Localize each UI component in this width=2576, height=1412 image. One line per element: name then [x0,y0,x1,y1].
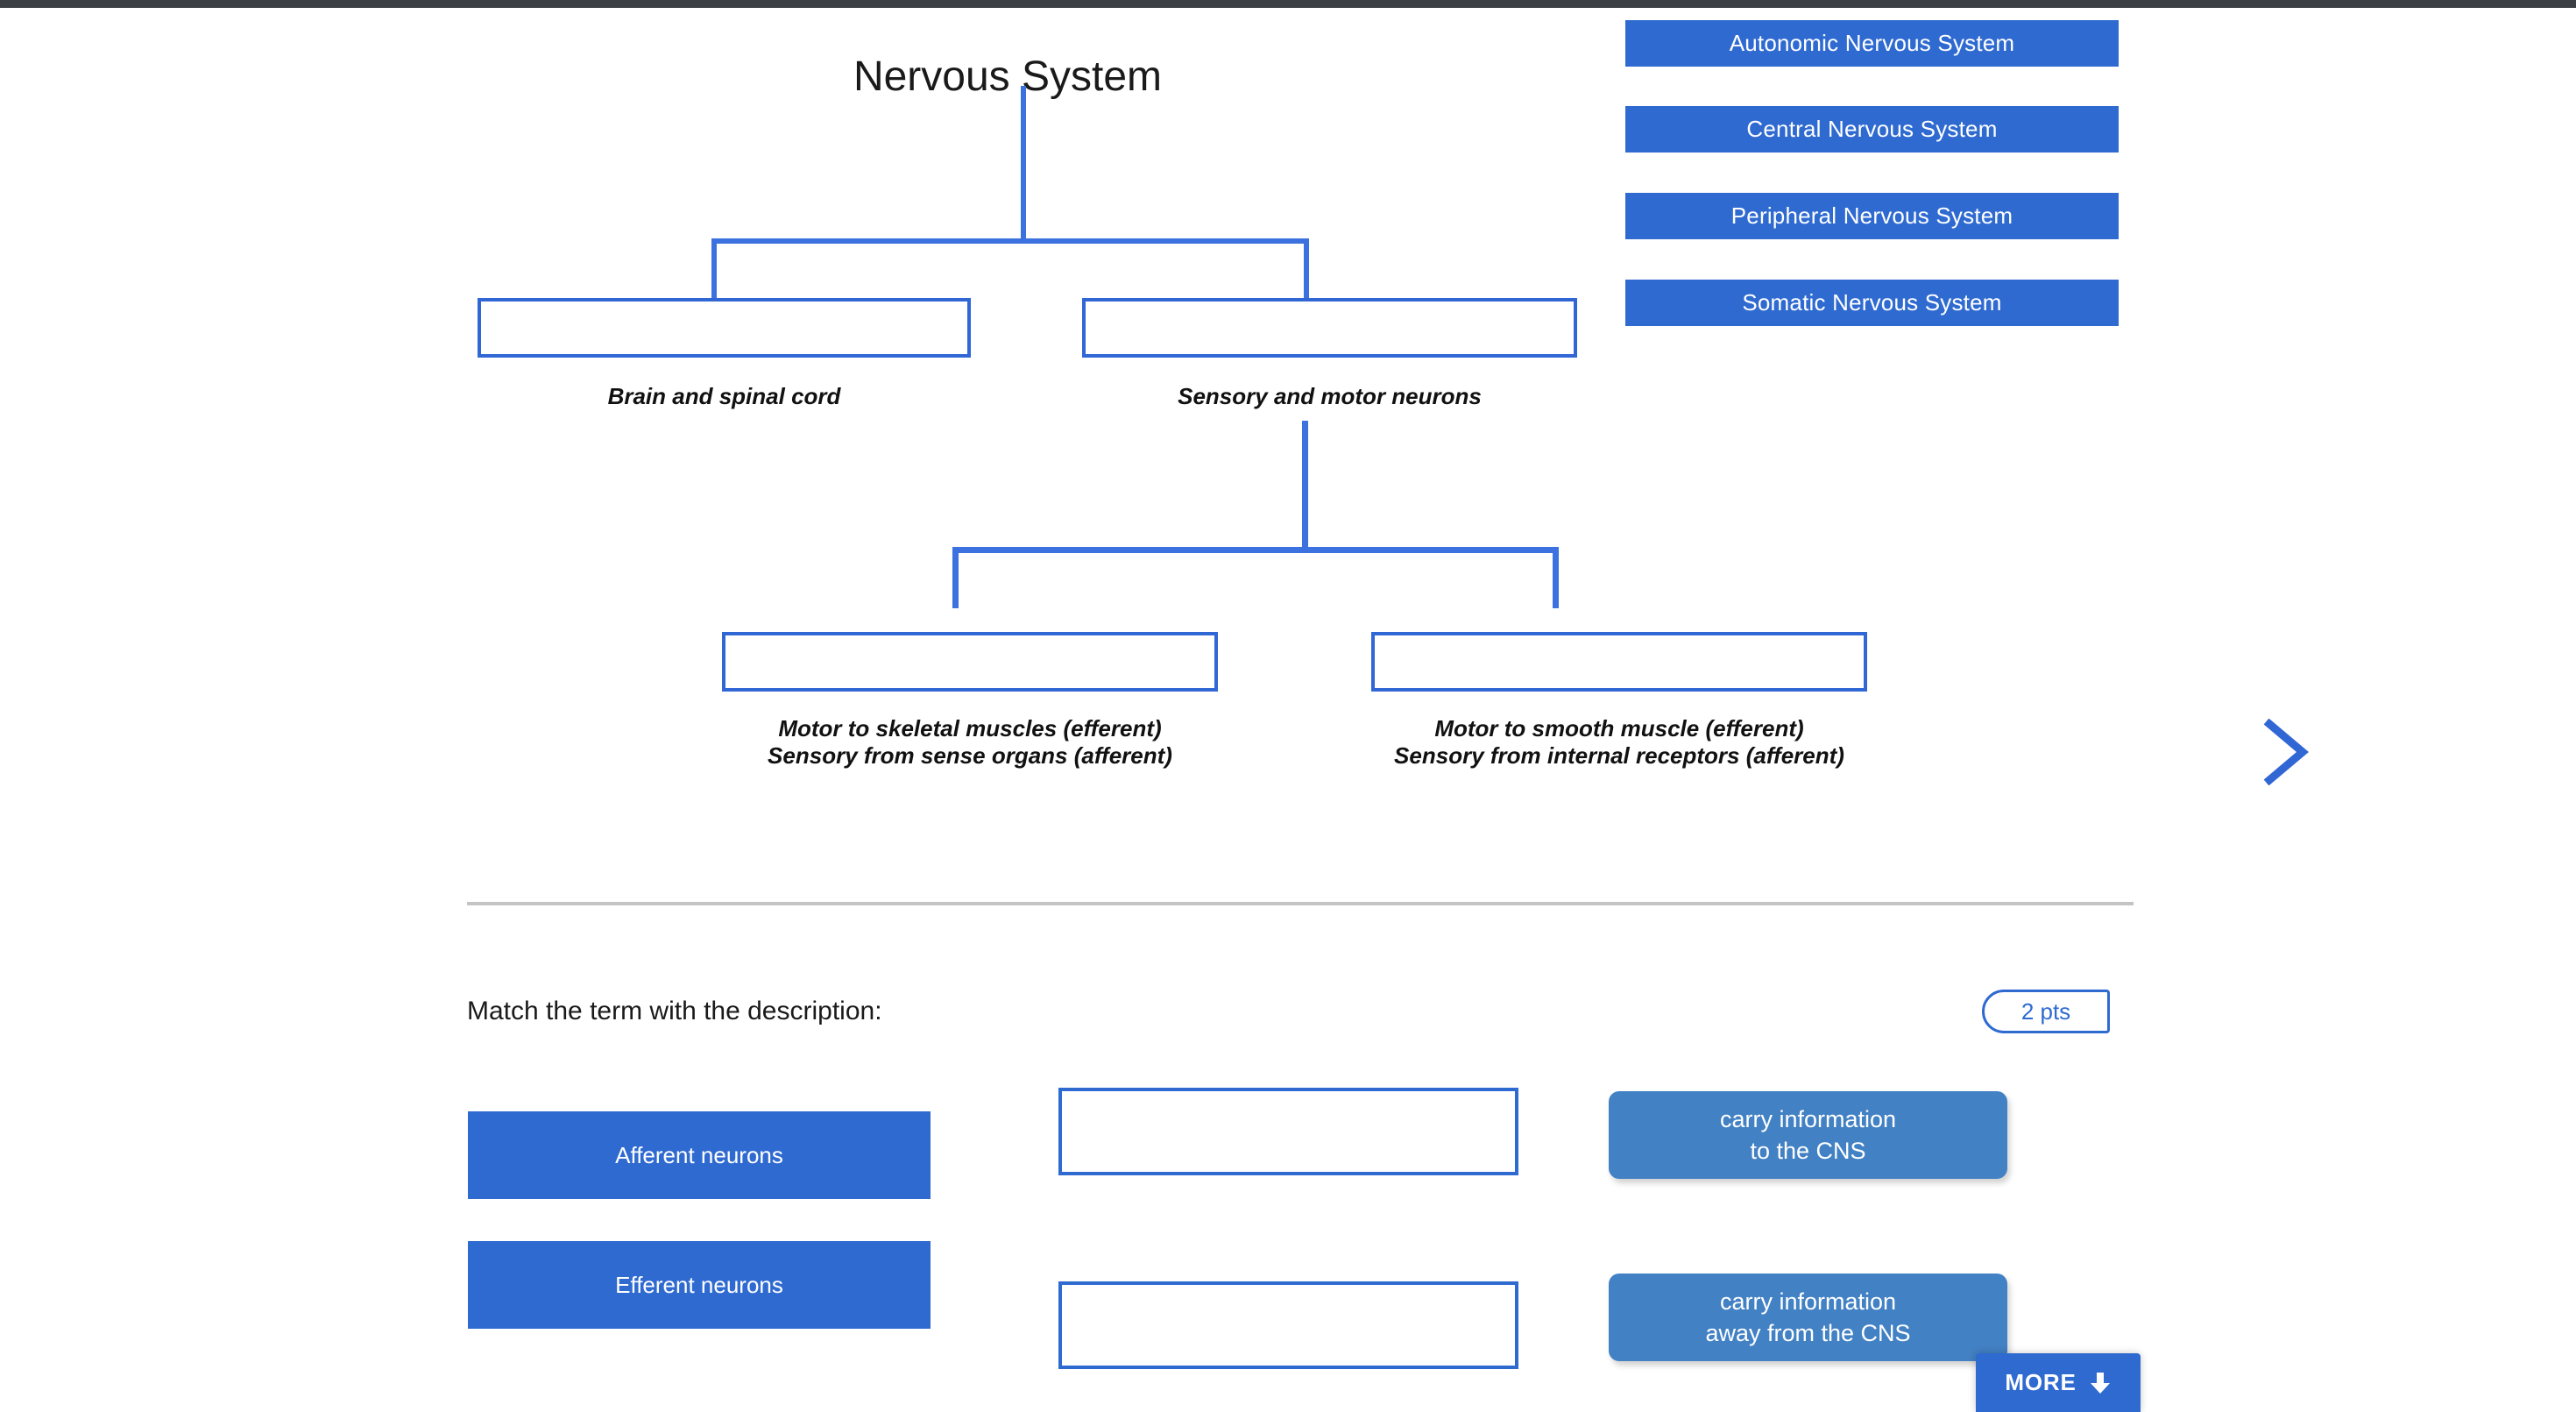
connector-level1-right-drop [1304,238,1309,300]
matching-slot-row-1[interactable] [1058,1088,1518,1175]
description-line-1: carry information [1719,1288,1897,1315]
diagram-box-level1-right[interactable] [1082,298,1577,358]
description-text: carry information away from the CNS [1705,1286,1910,1350]
window-chrome-bar [0,0,2576,8]
answer-bank-item-somatic-nervous-system[interactable]: Somatic Nervous System [1625,280,2119,326]
connector-level2-bus [952,547,1559,553]
diagram-box-level2-right[interactable] [1371,632,1867,692]
connector-root-stem [1021,86,1026,244]
chevron-right-icon [2263,718,2309,786]
matching-term-efferent-neurons[interactable]: Efferent neurons [468,1241,931,1329]
answer-bank-item-peripheral-nervous-system[interactable]: Peripheral Nervous System [1625,193,2119,239]
connector-level2-stem [1302,421,1308,552]
diagram-caption-level2-right: Motor to smooth muscle (efferent) Sensor… [1371,715,1867,769]
matching-description-away-from-the-cns[interactable]: carry information away from the CNS [1609,1274,2007,1361]
caption-line-1: Motor to smooth muscle (efferent) [1434,715,1804,741]
answer-bank-item-autonomic-nervous-system[interactable]: Autonomic Nervous System [1625,20,2119,67]
caption-line-2: Sensory from internal receptors (afferen… [1394,741,1844,769]
caption-line-1: Motor to skeletal muscles (efferent) [778,715,1162,741]
matching-slot-row-2[interactable] [1058,1281,1518,1369]
points-badge[interactable]: 2 pts [1982,990,2110,1033]
description-text: carry information to the CNS [1720,1103,1896,1167]
diagram-caption-level1-left: Brain and spinal cord [607,383,841,409]
diagram-caption-level2-left: Motor to skeletal muscles (efferent) Sen… [722,715,1218,769]
description-line-2: away from the CNS [1705,1320,1911,1346]
connector-level1-left-drop [711,238,717,300]
matching-term-afferent-neurons[interactable]: Afferent neurons [468,1111,931,1199]
connector-level2-left-drop [952,547,959,608]
answer-bank-item-central-nervous-system[interactable]: Central Nervous System [1625,106,2119,153]
more-button-label: MORE [2005,1369,2077,1395]
matching-prompt: Match the term with the description: [467,997,882,1025]
connector-level2-right-drop [1553,547,1559,608]
section-divider [467,902,2134,905]
diagram-box-level2-left[interactable] [722,632,1218,692]
diagram-box-level1-left[interactable] [478,298,971,358]
arrow-down-icon [2090,1372,2110,1394]
connector-level1-bus [711,238,1309,244]
description-line-2: to the CNS [1750,1138,1866,1164]
next-page-button[interactable] [2261,718,2313,786]
caption-line-2: Sensory from sense organs (afferent) [768,741,1172,769]
description-line-1: carry information [1719,1105,1897,1132]
more-button[interactable]: MORE [1976,1353,2141,1412]
diagram-title: Nervous System [853,53,1163,100]
diagram-caption-level1-right: Sensory and motor neurons [1178,383,1482,409]
matching-description-to-the-cns[interactable]: carry information to the CNS [1609,1091,2007,1179]
